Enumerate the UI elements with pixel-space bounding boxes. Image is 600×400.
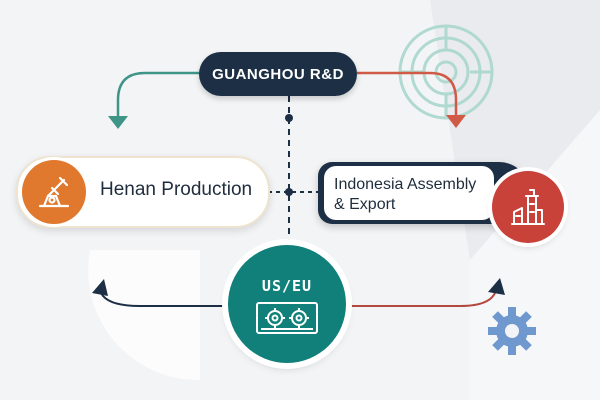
right-node-inner-panel	[324, 166, 494, 220]
right-node-label-line2: & Export	[334, 196, 396, 213]
right-node-label: Indonesia Assembly & Export	[334, 175, 504, 215]
gear-icon	[488, 307, 536, 355]
manufacturing-machine-icon	[38, 176, 70, 208]
arrow-to-indonesia	[357, 71, 458, 116]
arrow-head-navy-right-icon	[488, 278, 505, 295]
bg-soft-circle	[88, 250, 200, 381]
connector-dot-middle	[285, 188, 293, 196]
arrow-center-to-right	[344, 289, 497, 307]
center-node-label: US/EU	[261, 277, 313, 295]
top-node-label: GUANGHOU R&D	[212, 65, 344, 83]
machinery-gears-icon	[256, 302, 318, 334]
arrow-head-red-icon	[446, 115, 466, 128]
factory-plant-icon	[511, 189, 545, 225]
left-node-label: Henan Production	[100, 179, 253, 200]
left-node-henan: Henan Production	[16, 156, 270, 228]
center-node-us-eu: US/EU	[228, 245, 346, 363]
arrow-head-green-icon	[108, 116, 128, 129]
right-node-badge	[492, 171, 564, 243]
arrow-head-navy-left-icon	[92, 279, 108, 296]
arrow-to-henan	[116, 71, 199, 118]
top-node-guanghou: GUANGHOU R&D	[199, 52, 357, 96]
arrow-center-to-left	[99, 289, 230, 307]
right-node-label-line1: Indonesia Assembly	[334, 176, 477, 193]
left-node-badge	[22, 160, 86, 224]
connector-dot-upper	[285, 114, 293, 122]
